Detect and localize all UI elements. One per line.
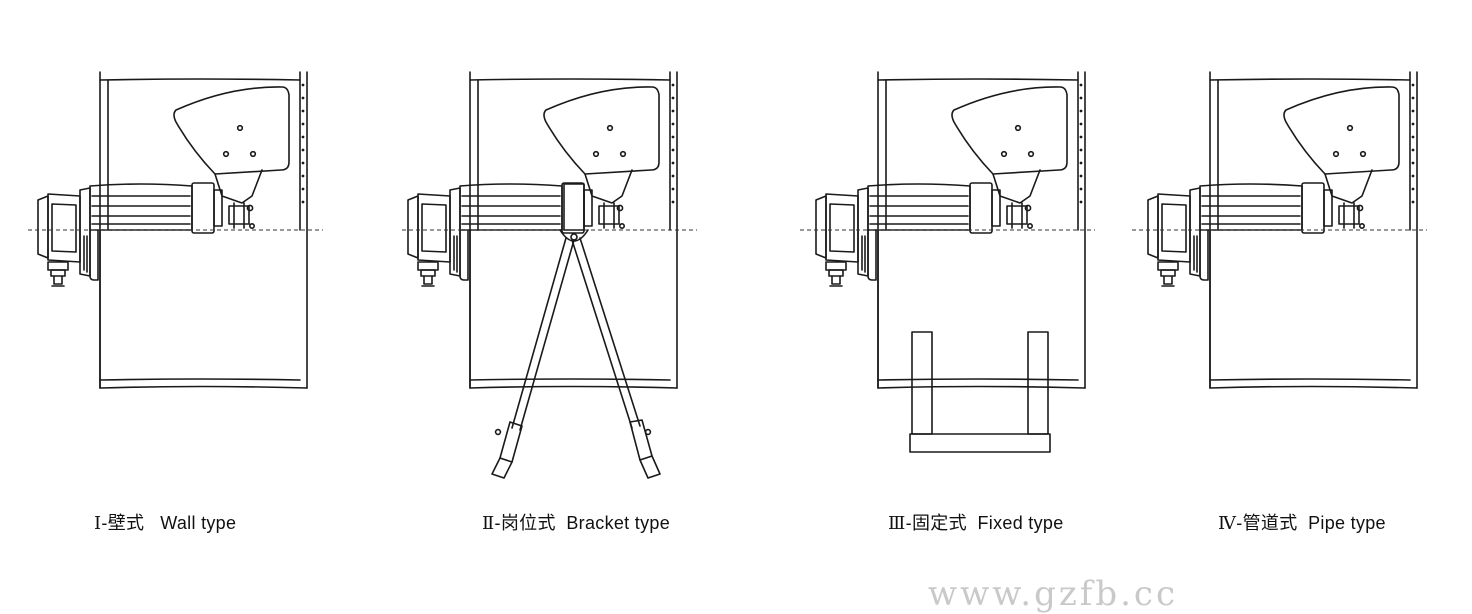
- caption-english: Wall type: [160, 513, 237, 533]
- bracket-type-figure: [401, 71, 698, 479]
- wall-type-figure: [27, 71, 324, 389]
- caption-english: Bracket type: [566, 513, 671, 533]
- fixed-type-figure: [799, 71, 1096, 453]
- caption-pipe-type: Ⅳ-管道式 Pipe type: [1218, 509, 1386, 535]
- caption-numeral: Ⅳ: [1218, 513, 1237, 534]
- caption-numeral: Ⅰ: [94, 513, 102, 534]
- fan-mounting-diagram: [27, 71, 1428, 479]
- caption-bracket-type: Ⅱ-岗位式 Bracket type: [482, 509, 670, 535]
- pipe-type-figure: [1131, 71, 1428, 389]
- caption-english: Pipe type: [1308, 513, 1386, 533]
- caption-wall-type: Ⅰ-壁式 Wall type: [94, 509, 236, 535]
- caption-chinese: -壁式: [101, 513, 145, 533]
- caption-numeral: Ⅱ: [482, 513, 495, 534]
- watermark: www.gzfb.cc: [928, 574, 1178, 614]
- caption-fixed-type: Ⅲ-固定式 Fixed type: [888, 509, 1064, 535]
- caption-chinese: -岗位式: [494, 513, 556, 533]
- caption-chinese: -管道式: [1236, 513, 1298, 533]
- caption-chinese: -固定式: [905, 513, 967, 533]
- caption-numeral: Ⅲ: [888, 513, 906, 534]
- caption-english: Fixed type: [977, 513, 1064, 533]
